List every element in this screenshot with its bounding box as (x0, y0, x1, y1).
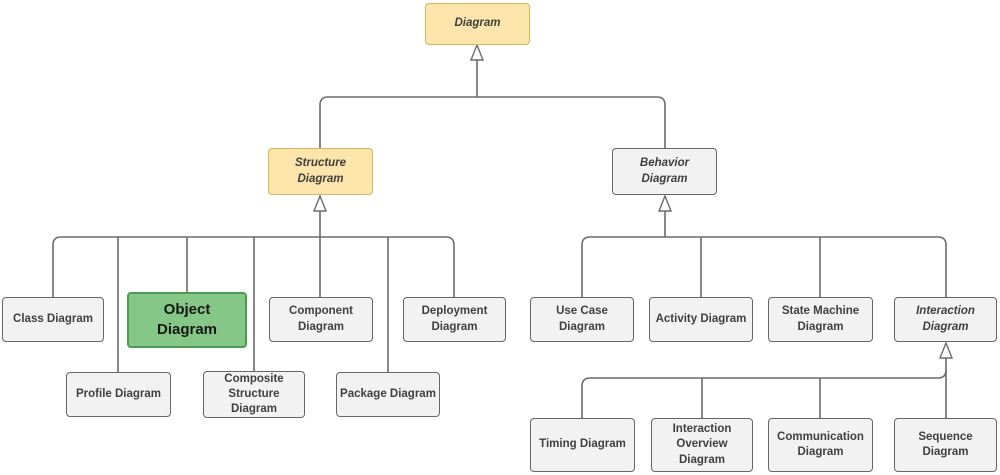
node-use-case-diagram[interactable]: Use Case Diagram (530, 297, 634, 342)
edge-interaction-bar (581, 369, 947, 418)
node-sequence-diagram[interactable]: Sequence Diagram (894, 418, 997, 472)
generalization-arrow-behavior (657, 194, 673, 212)
edge-root-split (319, 96, 666, 148)
node-behavior-diagram[interactable]: Behavior Diagram (612, 148, 717, 195)
node-communication-diagram[interactable]: Communication Diagram (768, 418, 873, 472)
node-interaction-diagram[interactable]: Interaction Diagram (894, 297, 997, 342)
edge-behavior-bar (581, 236, 947, 297)
node-object-diagram[interactable]: Object Diagram (127, 292, 247, 348)
node-state-machine-diagram[interactable]: State Machine Diagram (768, 297, 873, 342)
node-package-diagram[interactable]: Package Diagram (336, 372, 440, 417)
node-structure-diagram[interactable]: Structure Diagram (268, 148, 373, 195)
node-interaction-overview-diagram[interactable]: Interaction Overview Diagram (651, 418, 753, 472)
node-diagram[interactable]: Diagram (425, 3, 530, 45)
node-deployment-diagram[interactable]: Deployment Diagram (403, 297, 506, 342)
node-class-diagram[interactable]: Class Diagram (2, 297, 104, 342)
generalization-arrow-interaction (938, 341, 954, 359)
node-profile-diagram[interactable]: Profile Diagram (66, 372, 171, 417)
node-component-diagram[interactable]: Component Diagram (269, 297, 373, 342)
generalization-arrow-diagram (469, 43, 485, 61)
generalization-arrow-structure (312, 194, 328, 212)
node-composite-structure-diagram[interactable]: Composite Structure Diagram (203, 371, 305, 418)
node-timing-diagram[interactable]: Timing Diagram (530, 418, 635, 472)
node-activity-diagram[interactable]: Activity Diagram (649, 297, 753, 342)
